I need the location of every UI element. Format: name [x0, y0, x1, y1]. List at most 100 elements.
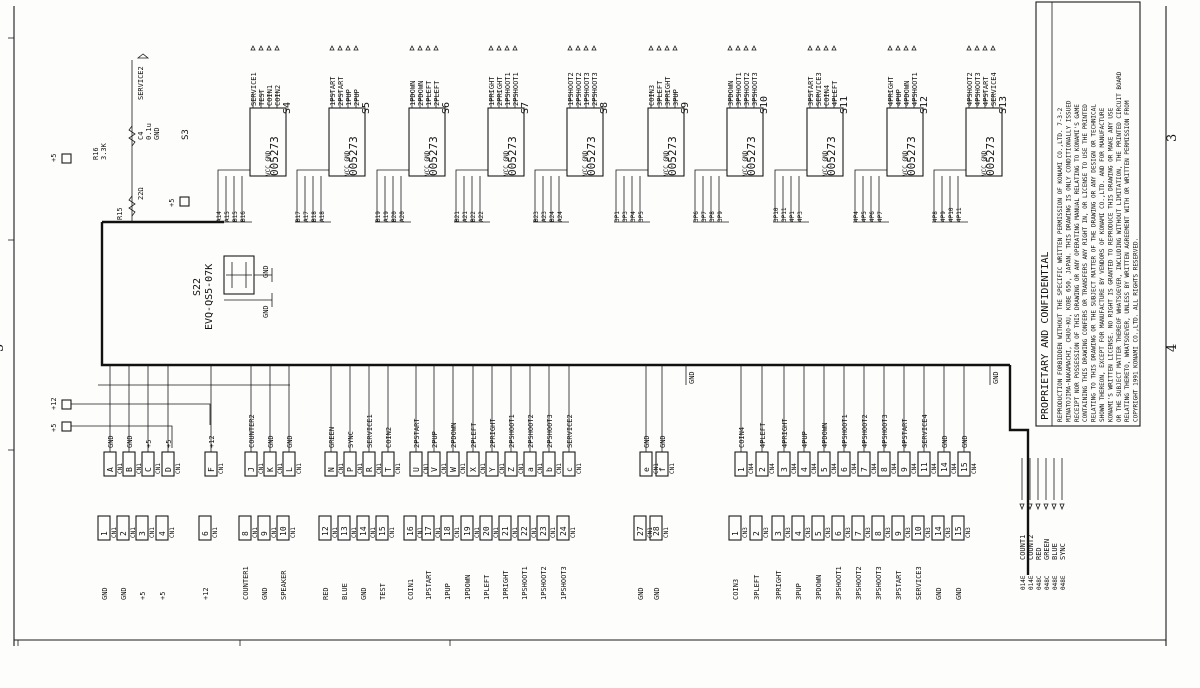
power-terminal: [61, 399, 72, 410]
bus-net-label: 3P10: [773, 207, 780, 222]
bus-net-label: 4P9: [940, 211, 947, 222]
pin-box: [155, 515, 169, 541]
title-line: MINATOJIMA-NAKAMACHI, CHUO-KU, KOBE 650,…: [1065, 100, 1072, 422]
pin-box: [749, 515, 763, 541]
pin-number: 9: [260, 531, 269, 536]
ground-label: GND: [992, 371, 1000, 384]
side-net-label: BLUE: [1051, 543, 1059, 560]
ic-ref-label: S11: [839, 96, 850, 114]
net-flag: [409, 45, 415, 51]
pin-net-label: COUNTER1: [242, 566, 250, 600]
connector-label: CN3: [825, 527, 832, 538]
connector-label: CN4: [791, 463, 798, 474]
ic-part-number: 005273: [905, 136, 918, 176]
pin-net-label: GND: [637, 587, 645, 600]
net-label-4pup: 4PUP: [895, 89, 903, 106]
pin-number: 3: [138, 531, 147, 536]
ic-pin-names: VCC GND: [582, 150, 589, 176]
ic-input-bus: [296, 169, 329, 176]
pin-net-label: 4PSTART: [901, 418, 909, 448]
resistor-r16: [128, 125, 136, 147]
pin-number: 1: [100, 531, 109, 536]
sheet-frame: 5 3 4: [0, 6, 1180, 646]
pin-net-label: COIN1: [407, 579, 415, 600]
pin-net-label: 2PSHOOT1: [508, 414, 516, 448]
pin-number: X: [469, 467, 478, 472]
side-net-label: COUNT1: [1019, 535, 1027, 560]
part-ref: C4: [137, 132, 145, 140]
pin-net-label: 2PRIGHT: [489, 418, 497, 448]
bus-net-label: A19: [383, 211, 390, 222]
pin-net-label: 1PSHOOT3: [560, 566, 568, 600]
ic-pin-names: VCC GND: [344, 150, 351, 176]
ic-body: [408, 107, 446, 177]
pin-net-label: +5: [159, 592, 167, 600]
net-flag: [903, 45, 909, 51]
pin-net-label: GND: [643, 435, 651, 448]
title-body: REPRODUCTION FORBIDDEN WITHOUT THE SPECI…: [1057, 71, 1140, 422]
pin-number: 2: [752, 531, 761, 536]
net-label-coin1: COIN1: [266, 85, 274, 106]
net-label-3pshoot2: 3PSHOOT2: [743, 72, 751, 106]
connector-label: CN1: [169, 527, 176, 538]
net-flag: [512, 45, 518, 51]
net-label-4pleft: 4PLEFT: [831, 80, 839, 106]
pin-number: 15: [954, 526, 963, 536]
net-label-4pstart: 4PSTART: [982, 76, 990, 106]
net-flag: [583, 45, 589, 51]
side-net-code: 048C: [1044, 575, 1051, 590]
pin-net-label: GND: [286, 435, 294, 448]
pin-box: [811, 515, 825, 541]
pin-number: 9: [894, 531, 903, 536]
bus-net-label: B22: [470, 211, 477, 222]
part-ref: S3: [181, 129, 191, 140]
bus-net-label: B20: [391, 211, 398, 222]
pin-number: 2: [758, 467, 767, 472]
net-flag: [656, 45, 662, 51]
connector-label: CN1: [155, 463, 162, 474]
net-label-3pright: 3PRIGHT: [664, 76, 672, 106]
bus-net-label: A23: [541, 211, 548, 222]
pin-box: [728, 515, 742, 541]
ic-body: [965, 107, 1003, 177]
pin-number: W: [449, 467, 458, 472]
ic-part-number: 005273: [825, 136, 838, 176]
connector-label: CN1: [136, 463, 143, 474]
bus-net-label: 3P1: [614, 211, 621, 222]
part-ref: R15: [116, 207, 124, 220]
ic-ref-label: S5: [361, 102, 372, 114]
connector-label: CN1: [480, 463, 487, 474]
side-net-label: GREEN: [1043, 539, 1051, 560]
pin-net-label: GND: [653, 587, 661, 600]
pin-box: [831, 515, 845, 541]
pin-net-label: SERVICE1: [366, 414, 374, 448]
ground-label: GND: [153, 127, 161, 140]
bus-net-label: 3P9: [717, 211, 724, 222]
pin-box: [498, 515, 512, 541]
pin-net-label: 3PLEFT: [753, 574, 761, 600]
title-line: SHOWN THEREON, EXCEPT FOR MANUFACTURE BY…: [1099, 107, 1106, 422]
title-line: RECEIPT NOR POSSESSION OF THIS DRAWING O…: [1074, 104, 1081, 422]
pin-net-label: 2PDOWN: [450, 423, 458, 448]
pin-number: 16: [406, 526, 415, 536]
connector-label: CN1: [130, 527, 137, 538]
ground-label: GND: [688, 371, 696, 384]
pin-box: [556, 515, 570, 541]
pin-number: 10: [914, 526, 923, 536]
pin-number: 6: [834, 531, 843, 536]
